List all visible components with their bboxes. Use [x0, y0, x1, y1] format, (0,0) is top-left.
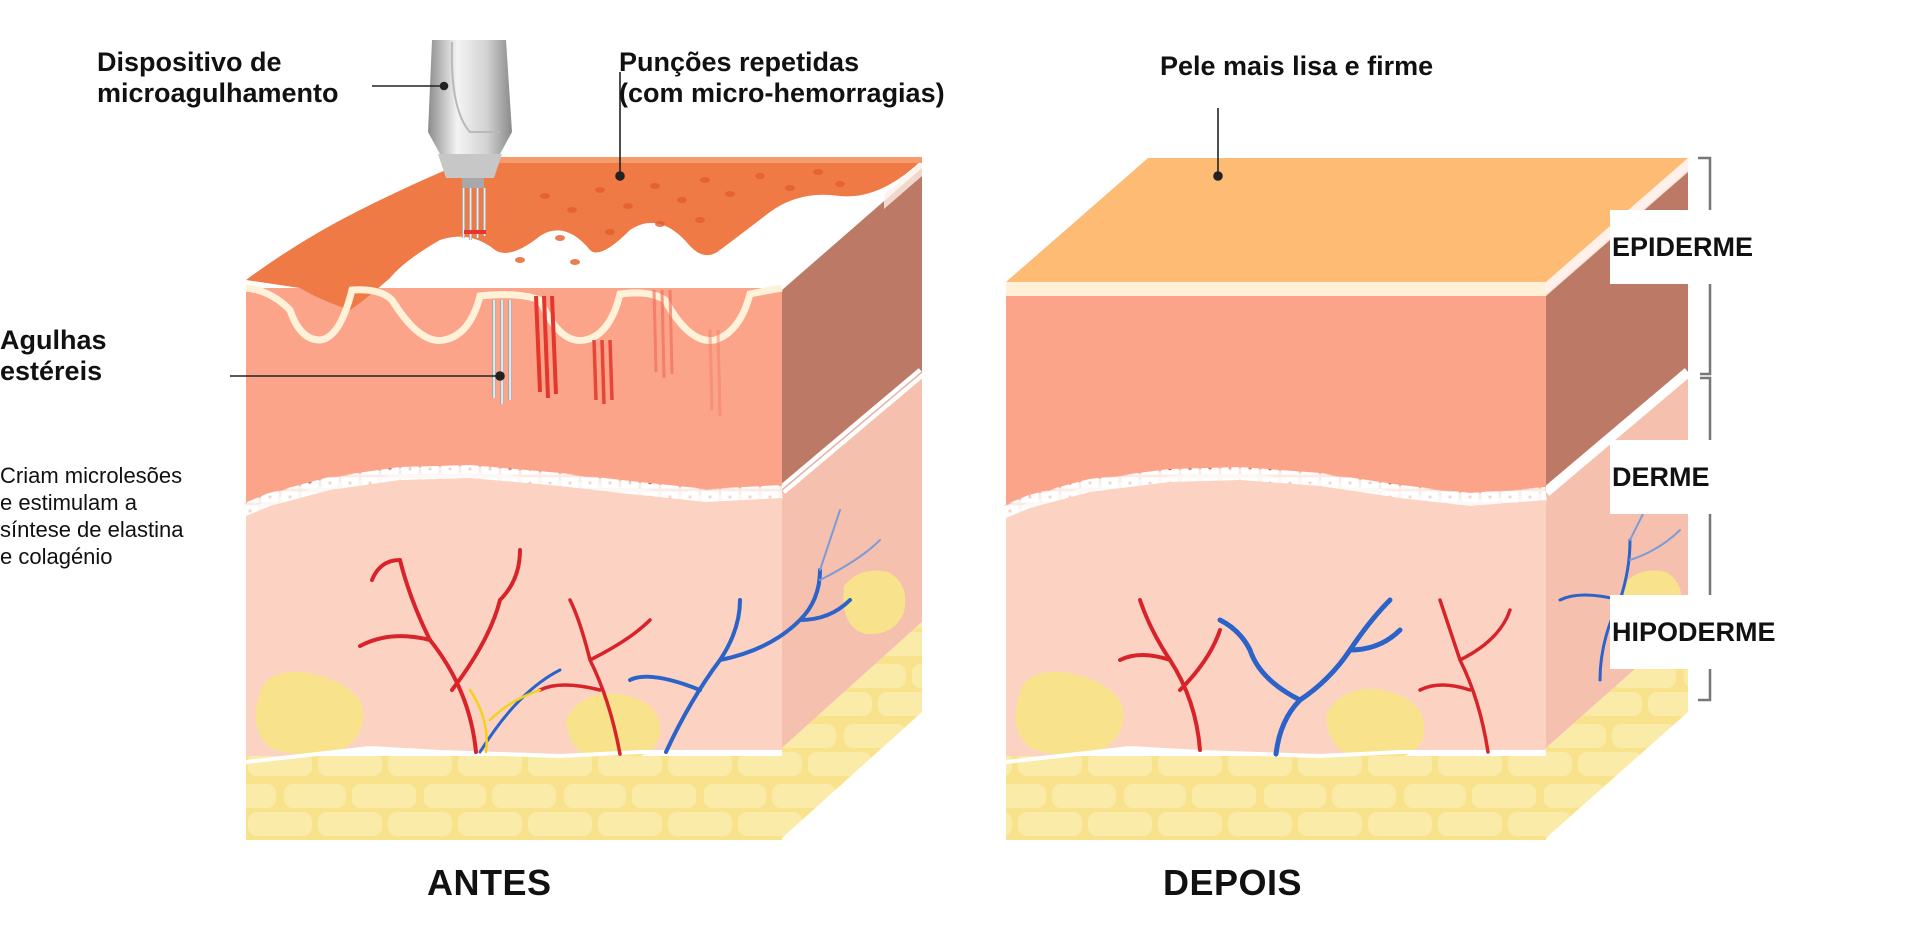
layer-label-hypodermis: HIPODERME: [1610, 595, 1778, 669]
before-nerve: [468, 688, 542, 754]
after-front-dermis: [1006, 480, 1546, 762]
before-front-hypodermis: [246, 756, 782, 840]
after-front-epidermis: [1006, 296, 1546, 512]
after-blood-vessels: [1118, 499, 1681, 757]
device-label-line-2: microagulhamento: [97, 78, 339, 108]
layer-label-epidermis: EPIDERME: [1610, 210, 1756, 284]
description-line-2: e estimulam a: [0, 490, 137, 515]
before-skin-needles: [492, 289, 722, 417]
after-fat-blob-middle: [1326, 689, 1425, 762]
before-fat-blob-left: [255, 671, 364, 755]
after-side-hypodermis: [1546, 622, 1688, 838]
description-text: Criam microlesões e estimulam a síntese …: [0, 462, 183, 570]
layer-label-dermis: DERME: [1610, 440, 1712, 514]
description-line-3: síntese de elastina: [0, 517, 184, 542]
before-blood-vessels: [358, 509, 881, 756]
before-side-hypodermis: [782, 622, 922, 838]
before-top-surface: [246, 160, 922, 310]
description-line-4: e colagénio: [0, 544, 113, 569]
device-body: [428, 40, 512, 154]
before-artery-2: [538, 598, 652, 756]
before-vein-2: [478, 668, 562, 754]
before-side-face: [778, 162, 926, 838]
needles-label-line-1: Agulhas: [0, 325, 107, 355]
before-front-dermis: [246, 478, 782, 762]
description-line-1: Criam microlesões: [0, 463, 183, 488]
after-top-surface: [1006, 158, 1688, 282]
punctures-label: Punções repetidas (com micro-hemorragias…: [619, 47, 945, 109]
before-front-epidermis: [246, 288, 782, 510]
after-vein-1: [1217, 597, 1403, 757]
needles-label-line-2: estéreis: [0, 356, 103, 386]
leader-lines: [230, 72, 1223, 381]
device-head: [438, 154, 502, 178]
device-label: Dispositivo de microagulhamento: [97, 47, 339, 109]
punctures-label-line-2: (com micro-hemorragias): [619, 78, 945, 108]
needles-label: Agulhas estéreis: [0, 325, 107, 387]
before-caption: ANTES: [427, 862, 552, 903]
before-wavy-edge: [245, 284, 783, 344]
after-artery-1: [1118, 598, 1222, 752]
after-artery-2: [1418, 598, 1512, 754]
device-label-line-1: Dispositivo de: [97, 47, 282, 77]
after-caption: DEPOIS: [1163, 862, 1303, 903]
smooth-skin-label: Pele mais lisa e firme: [1160, 51, 1434, 81]
before-vein-1: [628, 568, 852, 754]
before-side-epidermis: [782, 168, 922, 490]
after-front-hypodermis: [1006, 756, 1546, 840]
before-fat-blob-right: [843, 570, 906, 635]
before-puncture-dots: [515, 169, 845, 265]
microneedling-device: [428, 40, 512, 240]
punctures-label-line-1: Punções repetidas: [619, 47, 860, 77]
after-skin-block: [1003, 158, 1692, 840]
after-fat-blob-left: [1015, 671, 1124, 755]
before-artery-1: [358, 548, 522, 754]
before-skin-block: [243, 40, 926, 840]
